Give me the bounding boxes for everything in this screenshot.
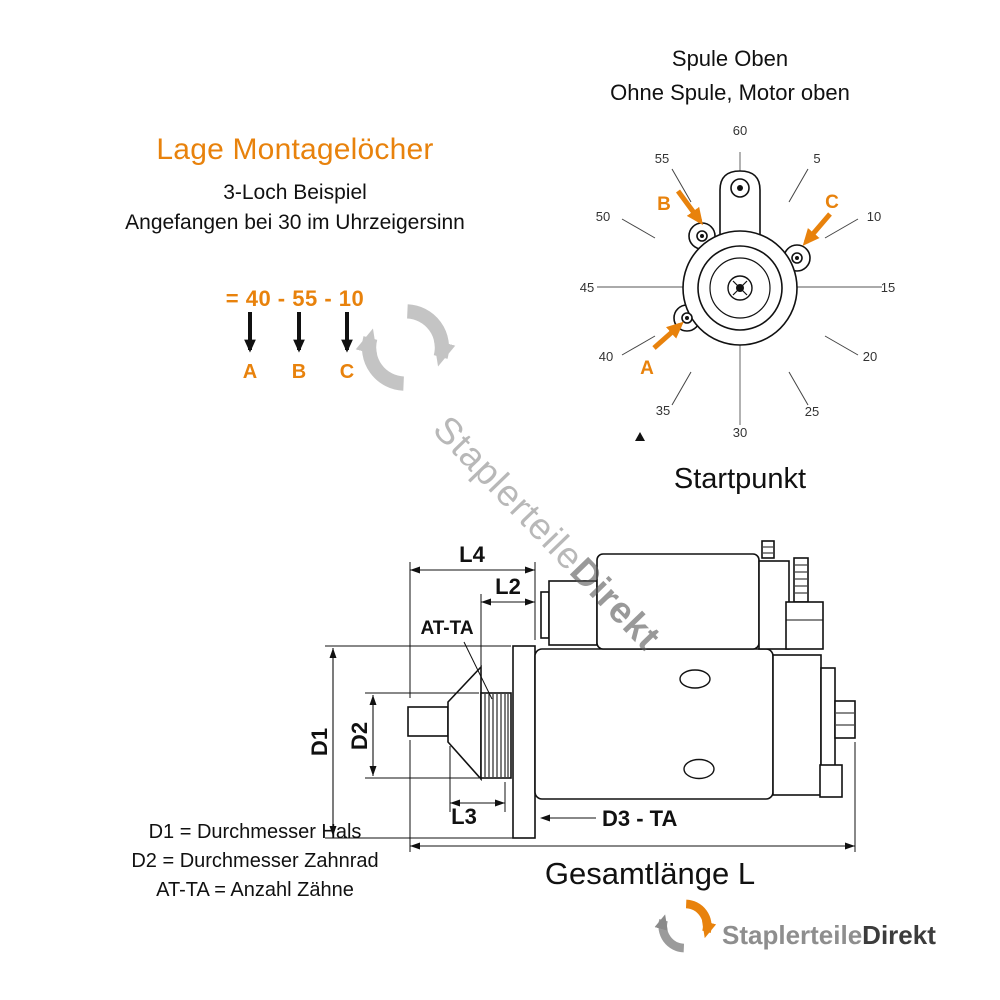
hole-label-c: C bbox=[825, 192, 839, 213]
mounting-hole-arrows: B C A bbox=[640, 189, 839, 379]
terminal-stud bbox=[793, 557, 809, 603]
clock-number: 25 bbox=[805, 404, 819, 419]
rear-foot bbox=[819, 764, 843, 798]
formula-label-a: A bbox=[243, 361, 257, 383]
dial-heading-1: Spule Oben bbox=[671, 46, 789, 71]
total-length-label: Gesamtlänge L bbox=[544, 856, 756, 891]
dim-label-d3-ta: D3 - TA bbox=[602, 806, 677, 831]
clock-dial: 60 5 10 15 20 25 30 35 40 45 50 55 bbox=[580, 123, 895, 441]
starter-side-view bbox=[407, 540, 856, 839]
dim-label-d2: D2 bbox=[347, 722, 372, 750]
legend-line-d2: D2 = Durchmesser Zahnrad bbox=[131, 850, 379, 872]
vent-hole bbox=[679, 669, 711, 689]
logo-part-2: Direkt bbox=[862, 920, 936, 950]
terminal-bracket bbox=[785, 601, 824, 650]
mounting-holes bbox=[681, 230, 803, 324]
clock-number: 55 bbox=[655, 151, 669, 166]
clock-number: 10 bbox=[867, 209, 881, 224]
dim-label-l2: L2 bbox=[495, 574, 521, 599]
clock-number: 60 bbox=[733, 123, 747, 138]
dial-headings: Spule Oben Ohne Spule, Motor oben bbox=[530, 46, 930, 106]
mounting-flange bbox=[512, 645, 536, 839]
formula-arrows: A B C bbox=[243, 312, 354, 383]
starter-front-view bbox=[673, 170, 811, 346]
dial-ticks bbox=[621, 168, 859, 406]
motor-body bbox=[534, 648, 774, 800]
clock-number: 50 bbox=[596, 209, 610, 224]
legend: D1 = Durchmesser Hals D2 = Durchmesser Z… bbox=[85, 818, 425, 905]
dim-label-d1: D1 bbox=[307, 728, 332, 756]
left-panel-subtitle-1: 3-Loch Beispiel bbox=[223, 181, 367, 204]
legend-line-at-ta: AT-TA = Anzahl Zähne bbox=[156, 879, 354, 901]
dim-label-at-ta: AT-TA bbox=[420, 618, 473, 639]
hole-position-formula: = 40 - 55 - 10 bbox=[225, 286, 365, 311]
dim-label-l3: L3 bbox=[451, 804, 477, 829]
dimension-lines bbox=[325, 562, 856, 852]
shaft bbox=[407, 706, 449, 737]
dim-label-l4: L4 bbox=[459, 542, 485, 567]
left-panel-subtitle-2: Angefangen bei 30 im Uhrzeigersinn bbox=[125, 211, 465, 234]
rear-endcap bbox=[772, 654, 822, 796]
clock-number: 45 bbox=[580, 280, 594, 295]
vent-hole bbox=[683, 758, 715, 780]
left-panel: Lage Montagelöcher 3-Loch Beispiel Angef… bbox=[80, 133, 510, 235]
dimension-labels: L4 L2 AT-TA D1 D2 L3 D3 - TA bbox=[307, 542, 677, 831]
shaft-circle bbox=[727, 275, 753, 301]
watermark-logo-icon bbox=[355, 304, 456, 391]
clock-number: 5 bbox=[813, 151, 820, 166]
clock-number: 40 bbox=[599, 349, 613, 364]
clock-number: 30 bbox=[733, 425, 747, 440]
clock-number: 20 bbox=[863, 349, 877, 364]
gear-teeth bbox=[484, 694, 509, 777]
solenoid-nose bbox=[548, 580, 598, 646]
top-bracket bbox=[719, 170, 761, 241]
logo-icon bbox=[654, 899, 717, 953]
terminal-stud bbox=[761, 540, 775, 559]
dial-heading-2: Ohne Spule, Motor oben bbox=[610, 80, 850, 105]
arrow-b bbox=[675, 189, 704, 226]
brand-logo-text: StaplerteileDirekt bbox=[722, 920, 936, 951]
hole-label-b: B bbox=[657, 194, 671, 215]
startpunkt-label: Startpunkt bbox=[673, 463, 807, 495]
drive-end-cone bbox=[447, 664, 482, 782]
solenoid-cap bbox=[758, 560, 790, 650]
startpoint-marker bbox=[635, 432, 645, 441]
legend-line-d1: D1 = Durchmesser Hals bbox=[148, 821, 362, 843]
left-panel-title: Lage Montagelöcher bbox=[156, 133, 434, 166]
clock-number: 35 bbox=[656, 403, 670, 418]
formula-label-b: B bbox=[292, 361, 306, 383]
arrow-a bbox=[652, 321, 684, 350]
pinion-gear bbox=[480, 692, 512, 779]
logo-part-1: Staplerteile bbox=[722, 920, 863, 950]
arrow-c bbox=[802, 212, 832, 246]
rear-terminal bbox=[834, 700, 856, 739]
clock-number: 15 bbox=[881, 280, 895, 295]
hole-label-a: A bbox=[640, 358, 654, 379]
formula-label-c: C bbox=[340, 361, 354, 383]
